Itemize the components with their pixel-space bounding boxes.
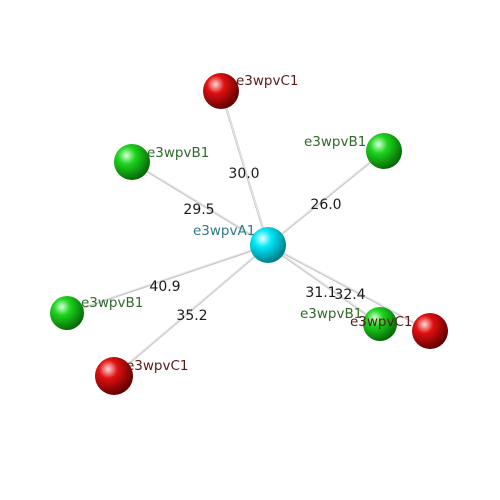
- distance-label-a5: 35.2: [176, 308, 207, 324]
- bond-a6: [267, 244, 381, 325]
- bond-a3: [267, 150, 385, 246]
- bond-highlight-a4: [66, 244, 269, 313]
- distance-label-a7: 32.4: [334, 287, 365, 303]
- bond-highlight-a1: [220, 90, 269, 245]
- atom-label-a4: e3wpvB1: [81, 295, 143, 311]
- atom-a6-sphere[interactable]: [363, 307, 397, 341]
- atoms-layer: [50, 73, 448, 395]
- atom-a1-sphere[interactable]: [203, 73, 239, 109]
- distance-label-a1: 30.0: [228, 166, 259, 182]
- distance-label-a2: 29.5: [183, 202, 214, 218]
- atom-label-a7: e3wpvC1: [350, 314, 413, 330]
- atom-label-a3: e3wpvB1: [304, 134, 366, 150]
- atom-a4-sphere[interactable]: [50, 296, 84, 330]
- atom-label-a0: e3wpvA1: [193, 223, 255, 239]
- bond-highlight-a2: [131, 161, 269, 245]
- bond-a2: [131, 161, 269, 246]
- bond-highlight-a6: [267, 244, 381, 324]
- atom-a0-sphere[interactable]: [250, 227, 286, 263]
- bonds-layer: [66, 90, 431, 377]
- atom-a3-sphere[interactable]: [366, 133, 402, 169]
- distance-label-a4: 40.9: [149, 279, 180, 295]
- atom-label-a2: e3wpvB1: [147, 145, 209, 161]
- distance-label-a3: 26.0: [310, 197, 341, 213]
- atom-label-a5: e3wpvC1: [126, 358, 189, 374]
- atom-a5-sphere[interactable]: [95, 357, 133, 395]
- bond-highlight-a3: [267, 150, 385, 245]
- atom-a2-sphere[interactable]: [114, 144, 150, 180]
- bond-a7: [267, 244, 431, 332]
- distance-label-a6: 31.1: [305, 285, 336, 301]
- labels-layer: 30.0 29.5 26.0 40.9 35.2 31.132.4 e3wpvA1 e3wpv…: [81, 73, 413, 374]
- atom-label-a6: e3wpvB1: [300, 306, 362, 322]
- bond-a4: [66, 243, 269, 315]
- bond-a5: [113, 244, 269, 377]
- bond-highlight-a5: [113, 244, 269, 376]
- atom-label-a1: e3wpvC1: [236, 73, 299, 89]
- atom-a7-sphere[interactable]: [412, 313, 448, 349]
- bond-highlight-a7: [267, 244, 431, 331]
